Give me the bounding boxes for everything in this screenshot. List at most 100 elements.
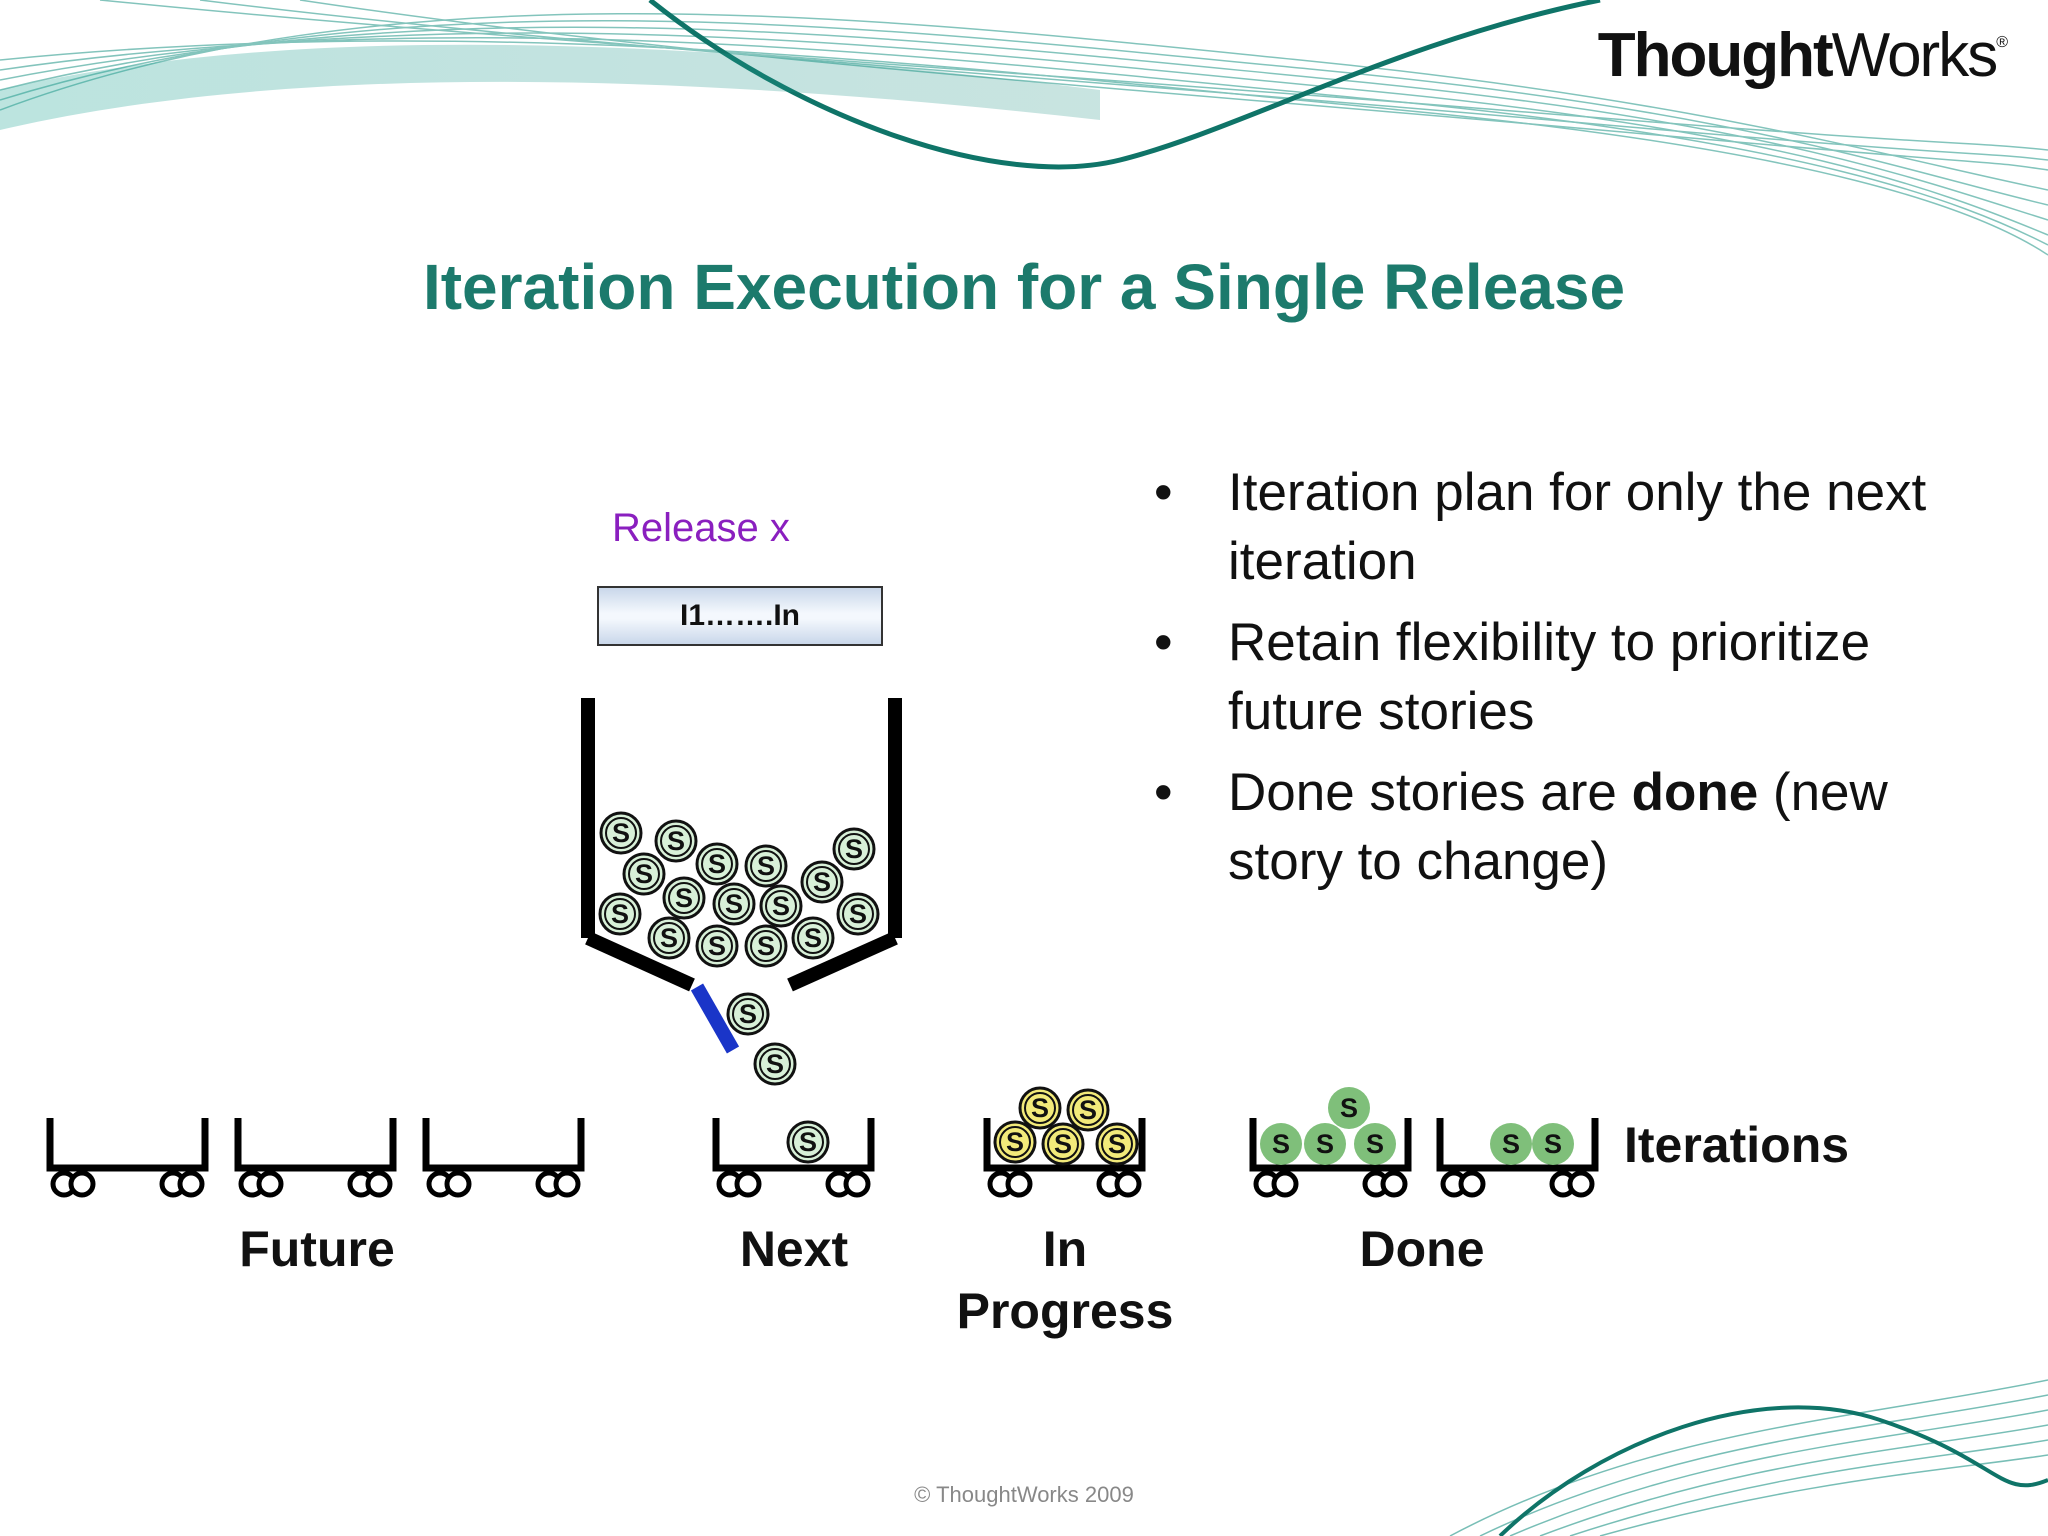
story-token-label: S <box>849 899 867 929</box>
story-token-label: S <box>1502 1129 1520 1159</box>
hopper-gate <box>690 983 740 1054</box>
stage-label-done: Done <box>1359 1221 1485 1277</box>
cart-wheel <box>1114 1170 1142 1198</box>
story-token-label: S <box>1340 1093 1358 1123</box>
iterations-label: Iterations <box>1624 1117 1850 1173</box>
story-token: S <box>753 1042 797 1086</box>
story-token: S <box>662 876 706 920</box>
story-token-label: S <box>757 931 775 961</box>
story-token: S <box>647 916 691 960</box>
cart-wheel <box>1271 1170 1299 1198</box>
story-token-label: S <box>757 851 775 881</box>
story-token: S <box>726 992 770 1036</box>
story-token-label: S <box>635 859 653 889</box>
story-token: S <box>1066 1088 1110 1132</box>
stage-label-in-progress: In Progress <box>956 1221 1174 1339</box>
bottom-swoosh-dark-curve <box>1498 1405 2048 1536</box>
story-token-label: S <box>1366 1129 1384 1159</box>
iteration-cart <box>1249 1118 1412 1198</box>
iteration-cart <box>712 1118 875 1198</box>
story-token-label: S <box>739 999 757 1029</box>
story-token-label: S <box>766 1049 784 1079</box>
story-token: S <box>695 924 739 968</box>
story-token-label: S <box>708 931 726 961</box>
story-token-label: S <box>799 1127 817 1157</box>
bullet-item: •Iteration plan for only the next iterat… <box>1140 458 2000 596</box>
story-token-label: S <box>1108 1129 1126 1159</box>
story-token: S <box>836 892 880 936</box>
cart-wheel <box>1567 1170 1595 1198</box>
top-swoosh <box>0 0 2048 256</box>
story-token-label: S <box>1272 1129 1290 1159</box>
cart-wheel <box>1005 1170 1033 1198</box>
story-token: S <box>1041 1122 1085 1166</box>
copyright-footer: © ThoughtWorks 2009 <box>914 1482 1134 1507</box>
story-token-label: S <box>813 867 831 897</box>
story-token-label: S <box>612 818 630 848</box>
story-token-label: S <box>1544 1129 1562 1159</box>
story-token-label: S <box>1316 1129 1334 1159</box>
story-token-label: S <box>1054 1129 1072 1159</box>
story-token: S <box>1260 1123 1302 1165</box>
cart-wheel <box>256 1170 284 1198</box>
story-token-label: S <box>1006 1127 1024 1157</box>
iteration-cart <box>422 1118 585 1198</box>
iteration-cart <box>234 1118 397 1198</box>
story-token-label: S <box>845 834 863 864</box>
stage-label-next: Next <box>739 1221 849 1277</box>
story-token: S <box>1018 1086 1062 1130</box>
story-token: S <box>712 882 756 926</box>
story-token: S <box>993 1120 1037 1164</box>
story-token: S <box>654 819 698 863</box>
story-token-label: S <box>804 923 822 953</box>
bullet-dot-icon: • <box>1154 763 1173 822</box>
iteration-cart <box>1436 1118 1599 1198</box>
story-token: S <box>622 852 666 896</box>
story-token-label: S <box>772 891 790 921</box>
bullet-dot-icon: • <box>1154 463 1173 522</box>
top-swoosh-teal-band <box>0 44 1100 130</box>
release-label: Release x <box>612 506 790 550</box>
top-swoosh-dark-curve <box>648 0 1601 170</box>
story-token: S <box>800 860 844 904</box>
story-token-label: S <box>675 883 693 913</box>
story-token-label: S <box>611 899 629 929</box>
story-token: S <box>1095 1122 1139 1166</box>
story-token-label: S <box>1031 1093 1049 1123</box>
cart-wheel <box>1380 1170 1408 1198</box>
cart-wheel <box>843 1170 871 1198</box>
story-token: S <box>598 892 642 936</box>
cart-wheel <box>68 1170 96 1198</box>
story-token-label: S <box>667 826 685 856</box>
story-token: S <box>1532 1123 1574 1165</box>
slide-title: Iteration Execution for a Single Release <box>422 251 1626 323</box>
cart-wheel <box>734 1170 762 1198</box>
story-token: S <box>599 811 643 855</box>
thoughtworks-logo: ThoughtWorks® <box>1597 21 2008 90</box>
story-token-label: S <box>708 849 726 879</box>
cart-wheel <box>1458 1170 1486 1198</box>
story-token: S <box>744 844 788 888</box>
story-token-label: S <box>1079 1095 1097 1125</box>
story-token: S <box>1354 1123 1396 1165</box>
cart-wheel <box>365 1170 393 1198</box>
stage-label-future: Future <box>239 1221 395 1277</box>
bullet-list: •Iteration plan for only the next iterat… <box>1140 458 2000 908</box>
story-token: S <box>695 842 739 886</box>
story-token: S <box>832 827 876 871</box>
story-token: S <box>1304 1123 1346 1165</box>
story-token: S <box>791 916 835 960</box>
iterations-box: I1…….In <box>597 586 883 646</box>
bullet-item: •Done stories are done (new story to cha… <box>1140 758 2000 896</box>
cart-wheel <box>444 1170 472 1198</box>
cart-wheel <box>553 1170 581 1198</box>
story-token: S <box>1328 1087 1370 1129</box>
iteration-cart <box>983 1118 1146 1198</box>
hopper <box>581 698 902 992</box>
story-token: S <box>744 924 788 968</box>
